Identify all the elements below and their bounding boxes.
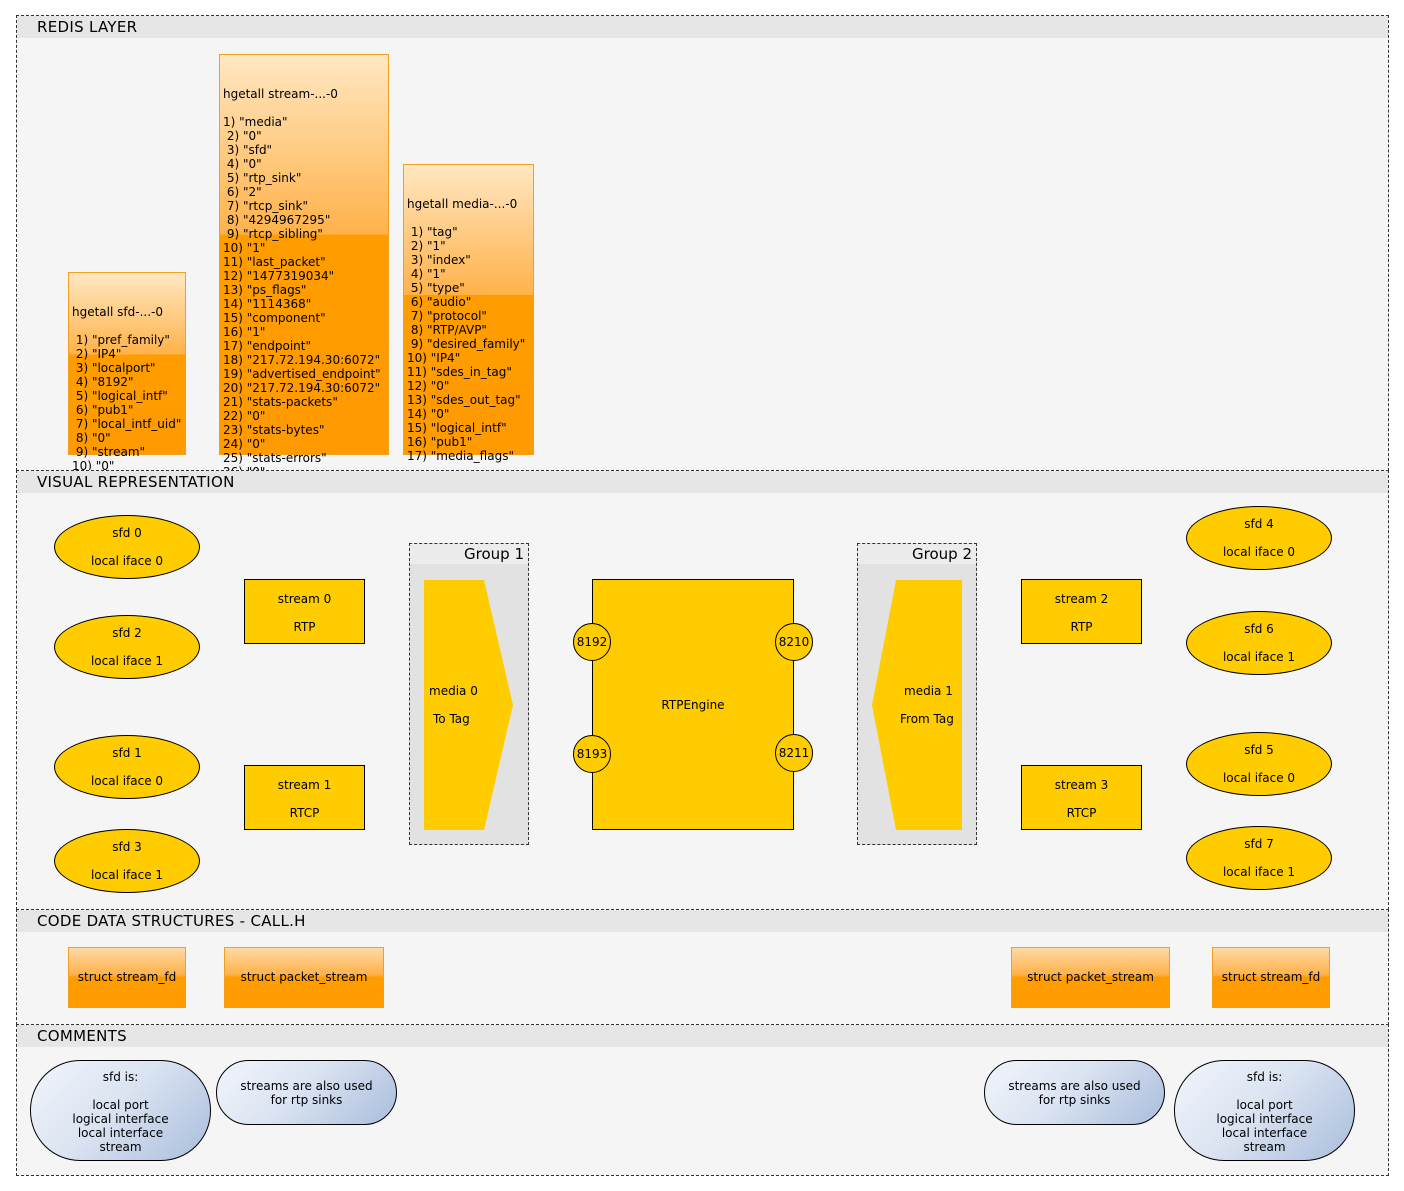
stream-label: stream 0 <box>277 592 332 606</box>
sfd-node: sfd 4 local iface 0 <box>1186 506 1332 570</box>
sfd-iface-label: local iface 0 <box>90 554 164 568</box>
stream-label: stream 3 <box>1054 778 1109 792</box>
comment-sfd-is: sfd is: local port logical interface loc… <box>30 1060 211 1161</box>
comment-streams-rtp-sinks: streams are also used for rtp sinks <box>984 1060 1165 1125</box>
sfd-node: sfd 0 local iface 0 <box>54 515 200 579</box>
sfd-iface-label: local iface 1 <box>1222 650 1296 664</box>
media-0-shape <box>424 580 513 830</box>
media-label: media 1 <box>904 684 953 698</box>
sfd-label: sfd 6 <box>1244 622 1274 636</box>
stream-node: stream 1 RTCP <box>244 765 365 830</box>
group-2: Group 2 media 1 From Tag <box>857 543 977 845</box>
stream-label: stream 2 <box>1054 592 1109 606</box>
sfd-label: sfd 4 <box>1244 517 1274 531</box>
sfd-iface-label: local iface 0 <box>1222 545 1296 559</box>
stream-node: stream 0 RTP <box>244 579 365 644</box>
sfd-node: sfd 3 local iface 1 <box>54 829 200 893</box>
sfd-node: sfd 6 local iface 1 <box>1186 611 1332 675</box>
stream-node: stream 3 RTCP <box>1021 765 1142 830</box>
section-title: CODE DATA STRUCTURES - CALL.H <box>17 910 1388 932</box>
redis-box-lines: 1) "tag" 2) "1" 3) "index" 4) "1" 5) "ty… <box>407 225 526 463</box>
port-8210: 8210 <box>775 623 813 661</box>
stream-type-label: RTCP <box>1066 806 1097 820</box>
sfd-label: sfd 3 <box>112 840 142 854</box>
sfd-label: sfd 1 <box>112 746 142 760</box>
media-tag-label: From Tag <box>900 712 954 726</box>
sfd-label: sfd 2 <box>112 626 142 640</box>
media-1-shape <box>872 580 962 830</box>
group-header <box>858 544 976 564</box>
section-code-data-structures: CODE DATA STRUCTURES - CALL.H <box>16 909 1389 1025</box>
sfd-label: sfd 0 <box>112 526 142 540</box>
sfd-label: sfd 7 <box>1244 837 1274 851</box>
media-label: media 0 <box>429 684 478 698</box>
redis-box-stream: hgetall stream-...-0 1) "media" 2) "0" 3)… <box>219 54 389 479</box>
group-title: Group 1 <box>464 545 524 563</box>
redis-box-lines: 1) "media" 2) "0" 3) "sfd" 4) "0" 5) "rt… <box>223 115 381 479</box>
stream-type-label: RTCP <box>289 806 320 820</box>
section-title: VISUAL REPRESENTATION <box>17 471 1388 493</box>
group-1: Group 1 media 0 To Tag <box>409 543 529 845</box>
sfd-node: sfd 2 local iface 1 <box>54 615 200 679</box>
redis-box-title: hgetall sfd-...-0 <box>72 305 163 319</box>
struct-stream-fd: struct stream_fd <box>68 947 186 1008</box>
redis-box-sfd: hgetall sfd-...-0 1) "pref_family" 2) "I… <box>68 272 186 473</box>
redis-box-title: hgetall media-...-0 <box>407 197 518 211</box>
stream-node: stream 2 RTP <box>1021 579 1142 644</box>
sfd-iface-label: local iface 0 <box>90 774 164 788</box>
stream-type-label: RTP <box>293 620 316 634</box>
struct-packet-stream: struct packet_stream <box>224 947 384 1008</box>
sfd-iface-label: local iface 1 <box>1222 865 1296 879</box>
stream-label: stream 1 <box>277 778 332 792</box>
struct-packet-stream: struct packet_stream <box>1011 947 1170 1008</box>
comment-sfd-is: sfd is: local port logical interface loc… <box>1174 1060 1355 1161</box>
group-title: Group 2 <box>912 545 972 563</box>
port-8192: 8192 <box>573 623 611 661</box>
sfd-label: sfd 5 <box>1244 743 1274 757</box>
rtpengine-label: RTPEngine <box>661 698 725 712</box>
section-title: COMMENTS <box>17 1025 1388 1047</box>
redis-box-title: hgetall stream-...-0 <box>223 87 338 101</box>
sfd-iface-label: local iface 1 <box>90 654 164 668</box>
sfd-node: sfd 5 local iface 0 <box>1186 732 1332 796</box>
sfd-iface-label: local iface 1 <box>90 868 164 882</box>
sfd-node: sfd 1 local iface 0 <box>54 735 200 799</box>
port-8211: 8211 <box>775 734 813 772</box>
rtpengine-node: RTPEngine <box>592 579 794 830</box>
port-8193: 8193 <box>573 735 611 773</box>
struct-stream-fd: struct stream_fd <box>1212 947 1330 1008</box>
group-header <box>410 544 528 564</box>
redis-box-media: hgetall media-...-0 1) "tag" 2) "1" 3) "… <box>403 164 534 463</box>
stream-type-label: RTP <box>1070 620 1093 634</box>
sfd-node: sfd 7 local iface 1 <box>1186 826 1332 890</box>
sfd-iface-label: local iface 0 <box>1222 771 1296 785</box>
media-tag-label: To Tag <box>433 712 470 726</box>
section-title: REDIS LAYER <box>17 16 1388 38</box>
comment-streams-rtp-sinks: streams are also used for rtp sinks <box>216 1060 397 1125</box>
redis-box-lines: 1) "pref_family" 2) "IP4" 3) "localport"… <box>72 333 182 473</box>
